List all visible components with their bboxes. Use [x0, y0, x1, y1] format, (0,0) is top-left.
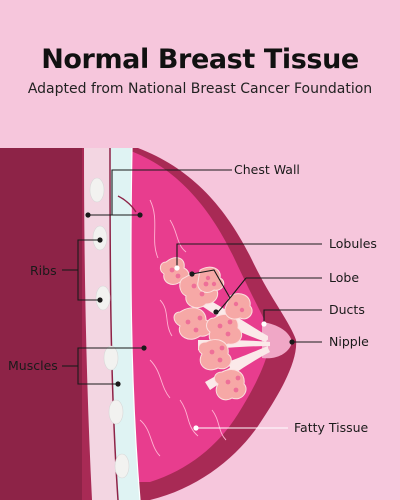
muscles-dot: [141, 345, 147, 351]
lobe-leader: [191, 269, 231, 299]
lobule: [224, 293, 253, 320]
lobules-leader: [176, 243, 322, 266]
label-ribs: Ribs: [30, 263, 57, 278]
duct: [228, 346, 268, 368]
rib: [108, 399, 124, 425]
lobe-leader: [229, 277, 247, 299]
muscles-dot: [115, 381, 121, 387]
label-chest-wall: Chest Wall: [234, 162, 300, 177]
lobules: [159, 257, 253, 401]
lobe-leader: [217, 297, 231, 313]
lobe-dot: [213, 309, 219, 315]
rib: [89, 177, 105, 203]
chest-wall-dot: [137, 212, 143, 218]
chest-wall-leader: [111, 169, 232, 215]
rib: [95, 285, 111, 311]
fatty-tissue-veins: [139, 199, 227, 457]
label-nipple: Nipple: [329, 334, 369, 349]
nipple: [262, 322, 292, 359]
label-muscles: Muscles: [8, 358, 58, 373]
lobule: [198, 339, 232, 371]
ducts-leader: [263, 309, 322, 322]
ducts-dot: [261, 321, 267, 327]
ribs-dot: [97, 237, 103, 243]
lobule: [173, 307, 213, 340]
ribs-dot: [97, 297, 103, 303]
label-lobules: Lobules: [329, 236, 377, 251]
diagram-title: Normal Breast Tissue: [41, 44, 359, 75]
label-ducts: Ducts: [329, 302, 365, 317]
muscle-line: [109, 147, 119, 500]
lobule: [214, 369, 247, 401]
muscle-line: [130, 147, 141, 500]
rib: [103, 345, 119, 371]
diagram-subtitle: Adapted from National Breast Cancer Foun…: [27, 81, 373, 97]
lobule: [197, 266, 225, 293]
nipple-dot: [289, 339, 295, 345]
ribs: [89, 177, 130, 479]
chest-wall-region: [0, 148, 82, 500]
label-lobe: Lobe: [329, 270, 359, 285]
rib: [114, 453, 130, 479]
lobule-dots: [169, 267, 245, 393]
fatty-tissue-dot: [193, 425, 199, 431]
lobe-dot: [189, 271, 195, 277]
label-fatty-tissue: Fatty Tissue: [294, 420, 369, 435]
chest-wall-dot: [85, 212, 91, 218]
lobules-dot: [174, 265, 180, 271]
